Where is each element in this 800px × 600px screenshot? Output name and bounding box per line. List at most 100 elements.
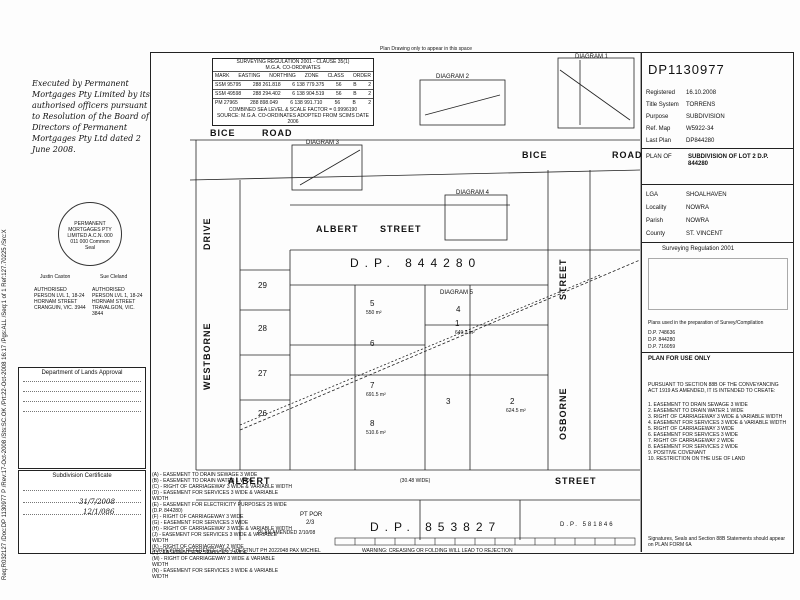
purpose-label: Purpose — [646, 114, 669, 120]
survey-cell: 2 — [368, 82, 371, 88]
top-note: Plan Drawing only to appear in this spac… — [380, 46, 472, 52]
dp-bottom-label: D.P. 853827 — [370, 520, 502, 534]
legend-item: (J) - EASEMENT FOR SERVICES 3 WIDE & VAR… — [152, 532, 278, 544]
survey-cell: PM 27965 — [215, 100, 238, 106]
legend-item: (L) - EASEMENT FOR SERVICES 2 WIDE — [152, 550, 248, 556]
survey-note-1: COMBINED SEA LEVEL & SCALE FACTOR = 0.99… — [228, 107, 358, 113]
survey-cell: MARK — [215, 73, 230, 79]
survey-cell: ZONE — [304, 73, 319, 79]
survey-cell: 6 138 779.375 — [292, 82, 325, 88]
use-item: 5. RIGHT OF CARRIAGEWAY 3 WIDE — [648, 426, 735, 432]
plan-of-label: PLAN OF — [646, 154, 672, 160]
plan-amended-note: PLAN AMENDED 2/10/08 — [258, 530, 316, 536]
subdivision-certificate-box: Subdivision Certificate 31/7/2008 12/1/0… — [18, 470, 146, 554]
authorised-right: AUTHORISED PERSON LVL 1, 18-24 HORNAM ST… — [92, 287, 143, 317]
registered-value: 16.10.2008 — [686, 90, 717, 96]
last-plan-value: DP844280 — [686, 138, 715, 144]
survey-cell: ORDER — [352, 73, 371, 79]
survey-cell: 56 — [334, 100, 341, 106]
street-road-1: ROAD — [262, 128, 293, 138]
survey-cell: SSM 95795 — [215, 82, 242, 88]
diagram-4-label: DIAGRAM 4 — [456, 190, 490, 196]
seal-text: PERMANENT MORTGAGES PTY LIMITED A.C.N. 0… — [67, 221, 113, 251]
use-item: 3. RIGHT OF CARRIAGEWAY 3 WIDE & VARIABL… — [648, 414, 783, 420]
execution-statement: Executed by Permanent Mortgages Pty Limi… — [32, 79, 150, 154]
plan-used-1: D.P. 748636 — [648, 330, 676, 336]
street-width-note: (30.48 WIDE) — [400, 478, 431, 484]
street-albert-top-street: STREET — [380, 224, 422, 234]
survey-cell: B — [353, 91, 357, 97]
left-panel: Executed by Permanent Mortgages Pty Limi… — [10, 52, 150, 554]
street-bice-1: BICE — [210, 128, 236, 138]
street-drive: DRIVE — [202, 217, 212, 250]
common-seal-icon: PERMANENT MORTGAGES PTY LIMITED A.C.N. 0… — [58, 202, 122, 266]
lot-2-number: 2 — [510, 397, 515, 406]
dept-approval-title: Department of Lands Approval — [41, 370, 123, 376]
diagram-1-label: DIAGRAM 1 — [575, 54, 609, 60]
use-item: 8. EASEMENT FOR SERVICES 2 WIDE — [648, 444, 739, 450]
street-osborne: OSBORNE — [558, 387, 568, 440]
lot-5-area: 550 m² — [366, 310, 382, 316]
lot-29-number: 29 — [258, 281, 267, 290]
diagram-3-label: DIAGRAM 3 — [306, 140, 340, 146]
survey-table-header: MARK EASTING NORTHING ZONE CLASS ORDER — [213, 71, 373, 80]
right-panel-footer: Signatures, Seals and Section 88B Statem… — [648, 536, 786, 548]
lot-7-area: 691.5 m² — [366, 392, 386, 398]
surveying-regulation-title: Surveying Regulation 2001 — [662, 246, 735, 252]
lga-label: LGA — [646, 192, 659, 198]
survey-cell: B — [352, 100, 356, 106]
survey-cell: B — [353, 82, 357, 88]
ref-map-label: Ref. Map — [646, 126, 671, 132]
plan-for-use-title: PLAN FOR USE ONLY — [648, 356, 711, 362]
last-plan-label: Last Plan — [646, 138, 672, 144]
subdivision-certificate-title: Subdivision Certificate — [52, 473, 112, 479]
lot-8-area: 510.6 m² — [366, 430, 386, 436]
use-heading: PURSUANT TO SECTION 88B OF THE CONVEYANC… — [648, 382, 779, 394]
use-item: 6. EASEMENT FOR SERVICES 3 WIDE — [648, 432, 739, 438]
legend-item: (M) - RIGHT OF CARRIAGEWAY 3 WIDE & VARI… — [152, 556, 275, 568]
dp-bottom-right-label: D.P. 581846 — [560, 522, 615, 528]
plans-used-title: Plans used in the preparation of Survey/… — [648, 320, 764, 326]
plan-frame — [150, 52, 794, 554]
survey-cell: 2 — [368, 100, 371, 106]
survey-cell: CLASS — [327, 73, 344, 79]
plan-of-value: SUBDIVISION OF LOT 2 D.P. 844280 — [688, 154, 769, 167]
street-albert-top: ALBERT — [316, 224, 359, 234]
legend-item: (N) - EASEMENT FOR SERVICES 3 WIDE & VAR… — [152, 568, 279, 580]
lot-3-number: 3 — [446, 397, 451, 406]
pt-por-number: 2/3 — [306, 520, 315, 526]
survey-cell: 2 — [368, 91, 371, 97]
signer-left-name: Justin Caston — [40, 274, 71, 280]
use-item: 1. EASEMENT TO DRAIN SEWAGE 3 WIDE — [648, 402, 748, 408]
lot-1-area: 649.2 m² — [455, 330, 475, 336]
certificate-date: 31/7/2008 — [79, 498, 115, 506]
certificate-number: 12/1/086 — [83, 508, 115, 516]
street-albert-bottom: ALBERT — [228, 476, 271, 486]
dp-top-label: D.P. 844280 — [350, 256, 482, 270]
lot-8-number: 8 — [370, 419, 375, 428]
legend-item: (G) - EASEMENT FOR SERVICES 3 WIDE — [152, 520, 249, 526]
legend-item: (B) - EASEMENT TO DRAIN WATER 1 WIDE — [152, 478, 254, 484]
survey-cell: SSM 49598 — [215, 91, 242, 97]
lot-7-number: 7 — [370, 381, 375, 390]
use-item: 9. POSITIVE COVENANT — [648, 450, 706, 456]
legend-item: (E) - EASEMENT FOR ELECTRICITY PURPOSES … — [152, 502, 287, 514]
lot-6-number: 6 — [370, 339, 375, 348]
easement-legend: (A) - EASEMENT TO DRAIN SEWAGE 3 WIDE(B)… — [152, 472, 292, 580]
survey-cell: EASTING — [238, 73, 261, 79]
use-item: 2. EASEMENT TO DRAIN WATER 1 WIDE — [648, 408, 744, 414]
survey-table-subtitle: M.G.A. CO-ORDINATES — [265, 65, 321, 71]
survey-table-title: SURVEYING REGULATION 2001 - CLAUSE 35(1) — [236, 59, 350, 65]
dp-number: DP1130977 — [648, 62, 725, 77]
survey-cell: NORTHING — [269, 73, 296, 79]
survey-note-2: SOURCE: M.G.A. CO-ORDINATES ADOPTED FROM… — [216, 113, 370, 125]
locality-value: NOWRA — [686, 205, 709, 211]
lot-1-number: 1 — [455, 319, 460, 328]
lot-2-area: 624.5 m² — [506, 408, 526, 414]
street-road-2: ROAD — [612, 150, 643, 160]
survey-coordinates-table: SURVEYING REGULATION 2001 - CLAUSE 35(1)… — [212, 58, 374, 126]
